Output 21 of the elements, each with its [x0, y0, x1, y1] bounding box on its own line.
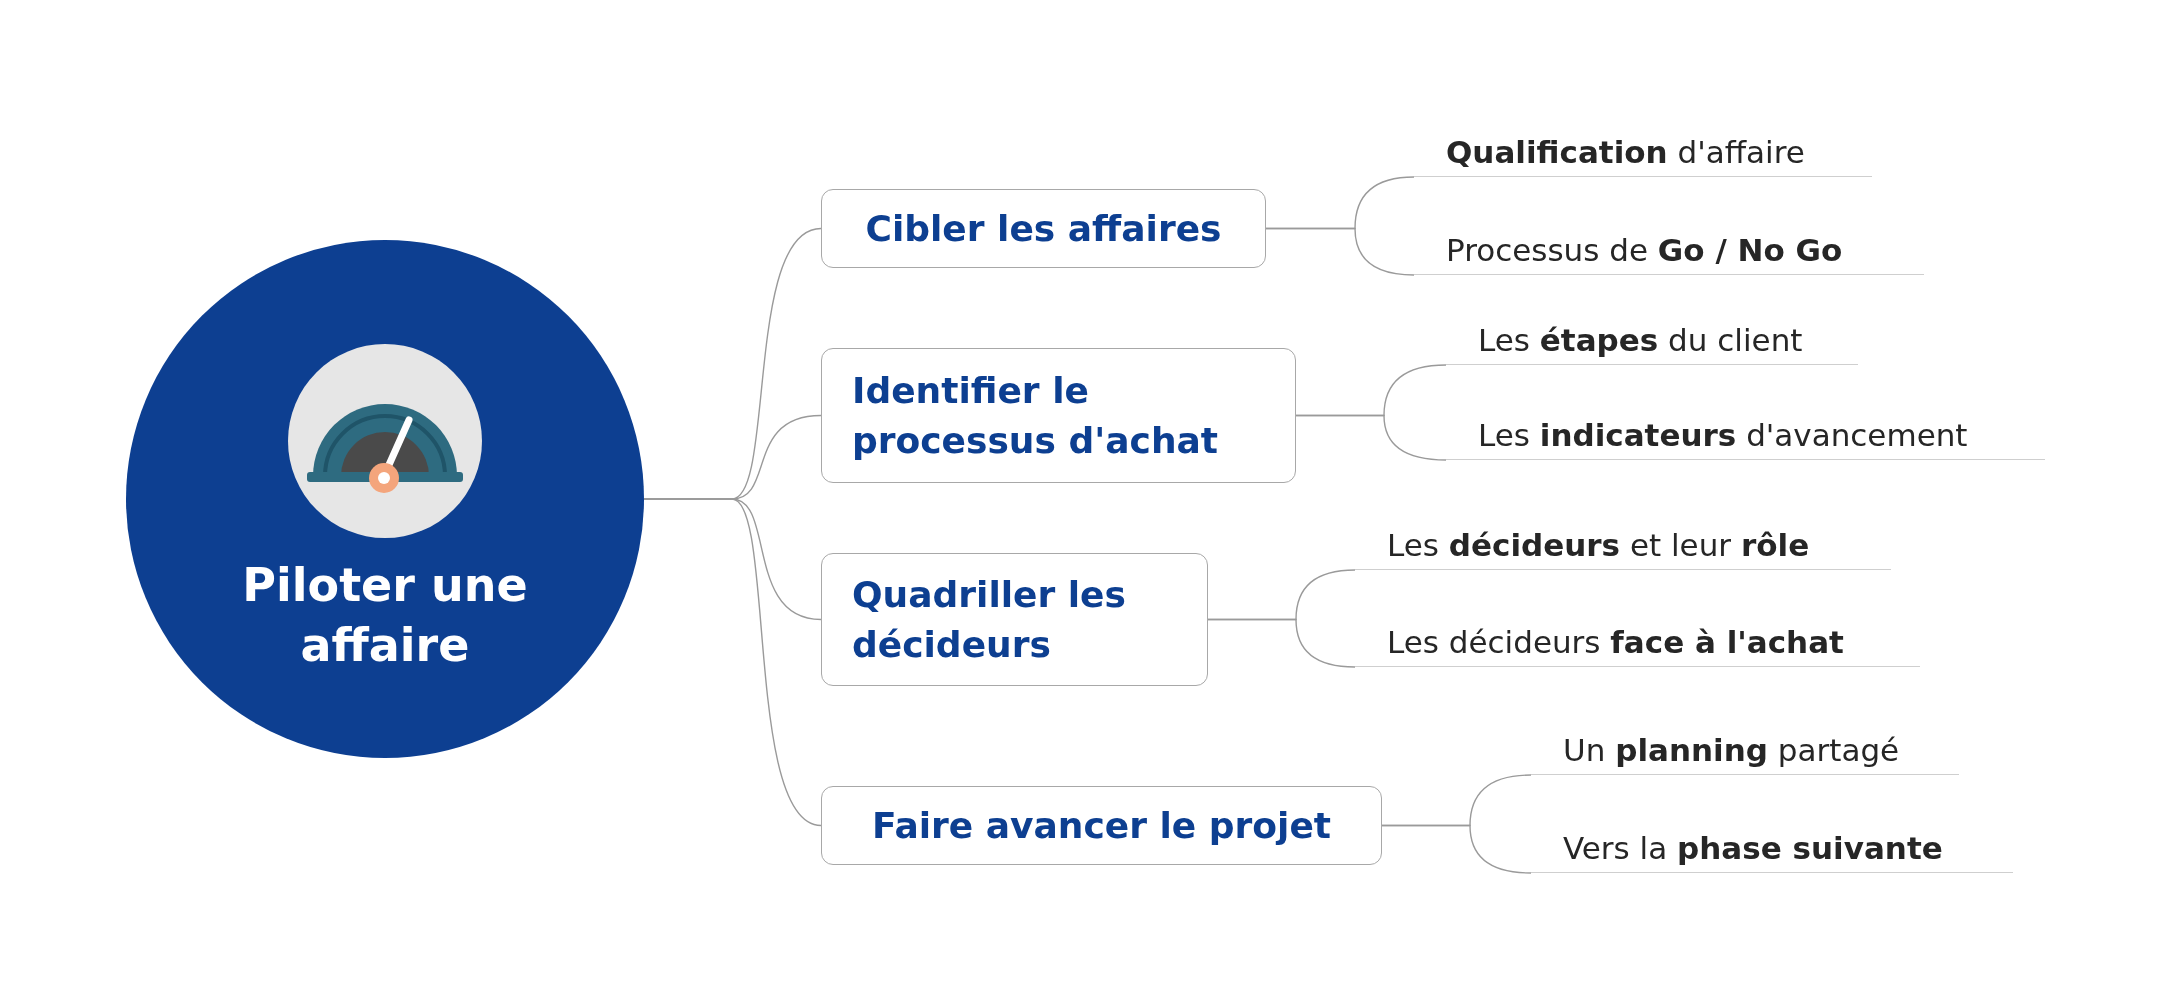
branch-label: Identifier le processus d'achat	[852, 368, 1219, 463]
branch-box	[821, 348, 1296, 483]
leaf-label: Qualification d'affaire	[1446, 133, 1805, 170]
branch-box	[821, 553, 1208, 686]
branch-label: Quadriller les décideurs	[852, 572, 1127, 667]
connector-line	[1265, 227, 1415, 276]
root-title: Piloter une affaire	[241, 557, 529, 674]
connector-line	[1381, 824, 1532, 874]
leaf-label: Un planning partagé	[1563, 731, 1900, 768]
connector-line	[1207, 618, 1356, 668]
leaf-label: Les indicateurs d'avancement	[1478, 416, 1968, 453]
branch-box	[821, 189, 1266, 268]
leaf-label: Processus de Go / No Go	[1446, 231, 1843, 268]
leaf-label: Les étapes du client	[1478, 321, 1803, 358]
leaf-label: Les décideurs face à l'achat	[1387, 623, 1844, 660]
connector-line	[1295, 414, 1447, 461]
leaf-label: Vers la phase suivante	[1563, 829, 1943, 866]
leaf-label: Les décideurs et leur rôle	[1387, 526, 1810, 563]
branch-label: Faire avancer le projet	[871, 803, 1332, 848]
branch-label: Cibler les affaires	[865, 206, 1222, 251]
branch-box	[821, 786, 1382, 865]
